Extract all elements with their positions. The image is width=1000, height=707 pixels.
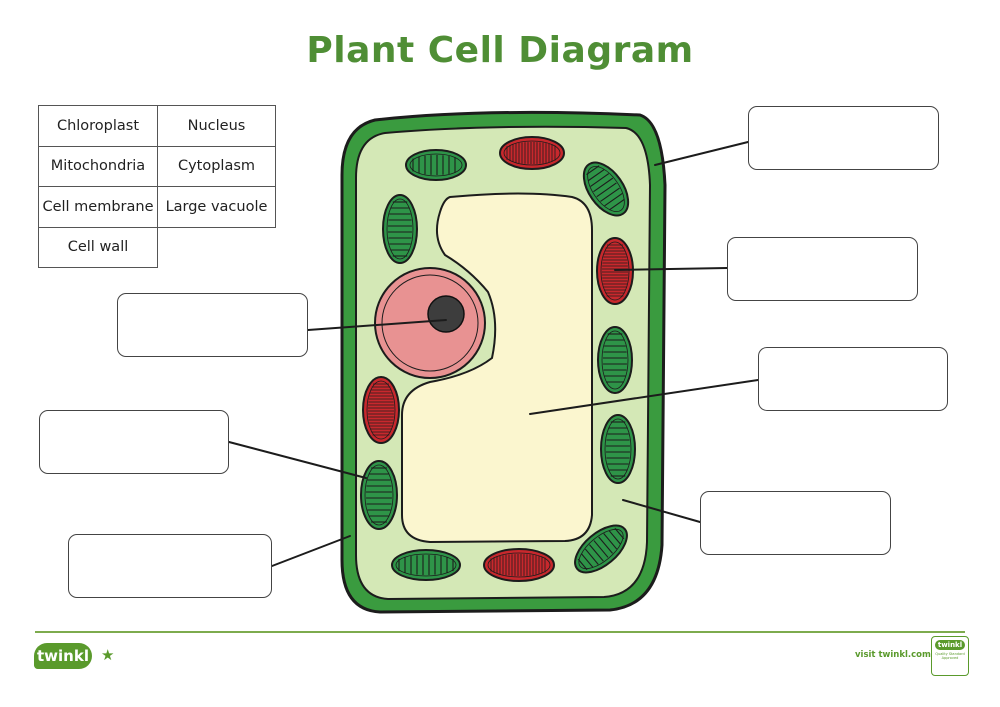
mitochondria [499, 136, 565, 170]
word-bank-item: Cytoplasm [158, 146, 276, 187]
word-bank-item: Chloroplast [39, 106, 158, 147]
answer-box[interactable] [39, 410, 229, 474]
star-icon: ★ [101, 646, 115, 664]
quality-badge: twinkl Quality Standard Approved [931, 636, 969, 676]
nucleolus [427, 295, 465, 333]
word-bank-item: Mitochondria [39, 146, 158, 187]
mitochondria [362, 376, 400, 444]
chloroplast [405, 149, 467, 181]
answer-box[interactable] [117, 293, 308, 357]
organelles-group [360, 136, 636, 582]
page-title: Plant Cell Diagram [306, 30, 694, 71]
chloroplast [597, 326, 633, 394]
answer-box[interactable] [758, 347, 948, 411]
twinkl-logo: twinkl [34, 643, 92, 669]
website-text: visit twinkl.com [855, 650, 931, 660]
leader-line-mitochondria [614, 267, 728, 271]
badge-name: twinkl [934, 640, 966, 650]
badge-text: Quality Standard Approved [935, 652, 965, 660]
chloroplast [574, 524, 628, 574]
leader-lines [228, 141, 759, 567]
answer-box[interactable] [727, 237, 918, 301]
word-bank: Chloroplast Nucleus Mitochondria Cytopla… [38, 105, 276, 268]
leader-line-membrane [271, 535, 351, 567]
mitochondria [483, 548, 555, 582]
chloroplast [391, 549, 461, 581]
leader-line-chloroplast [228, 441, 367, 479]
word-bank-item: Cell wall [39, 227, 158, 268]
leader-line-cell-wall [654, 141, 749, 166]
leader-line-vacuole [529, 379, 759, 415]
chloroplast [600, 414, 636, 484]
answer-box[interactable] [700, 491, 891, 555]
chloroplast [360, 460, 398, 530]
footer-divider [35, 631, 965, 633]
word-bank-item: Large vacuole [158, 187, 276, 228]
chloroplast [582, 161, 630, 217]
nuclear-membrane-ring [381, 274, 479, 372]
large-vacuole [401, 192, 593, 544]
answer-box[interactable] [68, 534, 272, 598]
word-bank-item: Cell membrane [39, 187, 158, 228]
leader-line-nucleus [307, 319, 447, 331]
chloroplast [382, 194, 418, 264]
leader-line-cytoplasm [622, 499, 701, 523]
answer-box[interactable] [748, 106, 939, 170]
word-bank-item: Nucleus [158, 106, 276, 147]
